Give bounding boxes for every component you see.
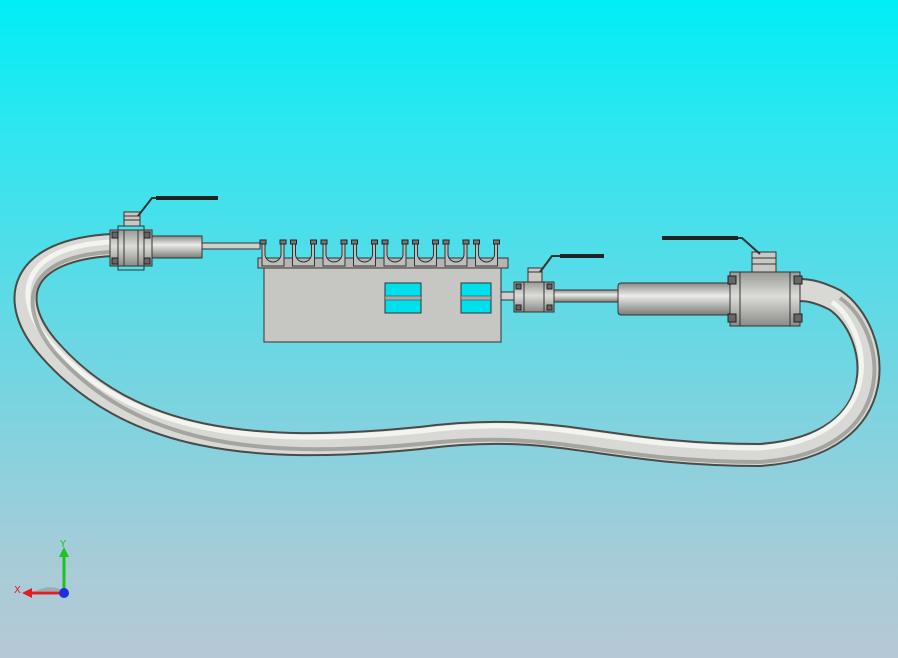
triad-quadrant	[36, 587, 64, 591]
clamp-saddle	[473, 239, 500, 267]
orientation-triad: Y X	[14, 539, 69, 598]
ball-valve-middle[interactable]	[500, 254, 604, 313]
clamp-row	[259, 239, 500, 267]
clamp-saddle	[290, 239, 317, 267]
clamp-saddle	[442, 239, 470, 267]
x-axis-arrowhead	[22, 588, 32, 598]
clamp-saddle	[381, 239, 409, 267]
z-axis-dot	[59, 588, 69, 598]
y-axis-arrowhead	[59, 547, 69, 557]
x-axis-label: X	[14, 585, 21, 596]
cylinder-right[interactable]	[553, 282, 731, 316]
ball-valve-left[interactable]	[109, 196, 218, 271]
cylinder-left[interactable]	[151, 235, 261, 259]
y-axis-label: Y	[59, 539, 67, 550]
bracket-rack[interactable]	[257, 239, 509, 343]
clamp-saddle	[320, 239, 348, 267]
hose[interactable]	[13, 233, 881, 468]
clamp-saddle	[412, 239, 439, 267]
ball-valve-right[interactable]	[662, 236, 803, 327]
clamp-saddle	[351, 239, 378, 267]
clamp-saddle	[259, 239, 287, 267]
